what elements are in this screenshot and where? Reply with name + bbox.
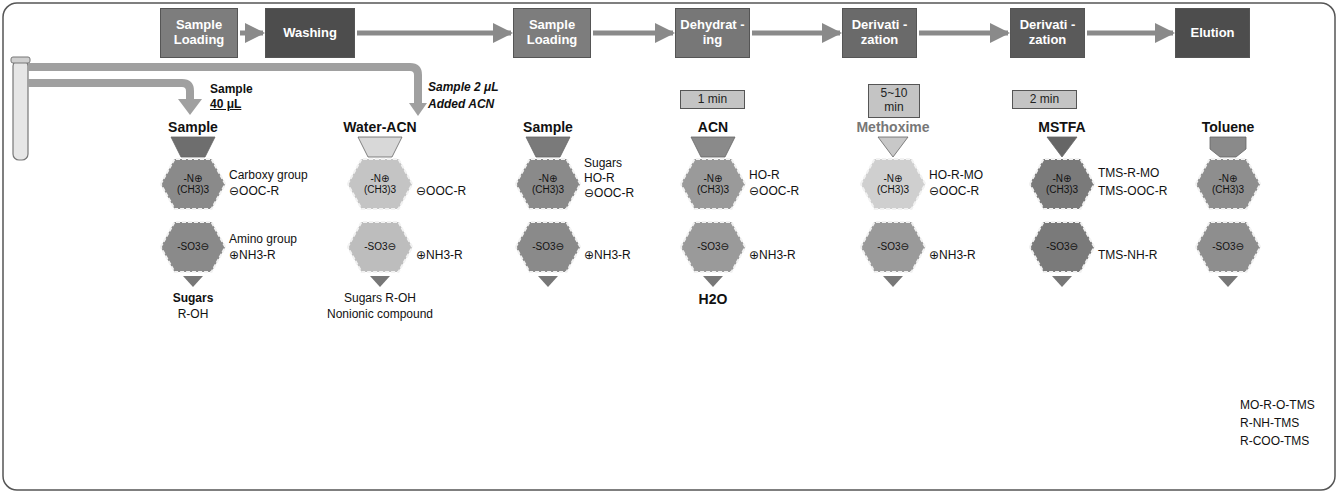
resin-hexagon: -SO3⊖ [515, 221, 581, 273]
node-text: -N⊕ (CH3)3 [174, 173, 212, 196]
node-text: Elution [1190, 26, 1234, 41]
time-box: 5~10 min [868, 84, 920, 118]
step-arrow [752, 31, 840, 36]
compound-label: MO-R-O-TMS [1240, 398, 1315, 412]
compound-label: ⊖OOC-R [584, 186, 634, 200]
step-arrow [593, 31, 673, 36]
step-box: Sample Loading [160, 8, 238, 58]
compound-label: Sugars [173, 291, 214, 305]
compound-label: 40 μL [210, 97, 241, 111]
compound-label: ⊕NH3-R [749, 248, 796, 262]
resin-hexagon: -SO3⊖ [680, 221, 746, 273]
node-text: Sample Loading [165, 18, 233, 48]
compound-label: ⊕NH3-R [229, 248, 276, 262]
resin-hexagon: -N⊕ (CH3)3 [515, 158, 581, 210]
compound-label: ⊖OOC-R [229, 184, 279, 198]
step-arrow [1087, 31, 1173, 36]
resin-hexagon: -N⊕ (CH3)3 [1029, 158, 1095, 210]
column-caps [171, 137, 1246, 157]
compound-label: Nonionic compound [327, 307, 433, 321]
compound-label: Sugars [584, 156, 622, 170]
node-text: -N⊕ (CH3)3 [1209, 173, 1247, 196]
resin-hexagon: -N⊕ (CH3)3 [680, 158, 746, 210]
compound-label: HO-R [749, 168, 780, 182]
node-text: -N⊕ (CH3)3 [529, 173, 567, 196]
compound-label: Sample 2 μL [428, 80, 499, 94]
column-header: Sample [168, 119, 218, 136]
step-box: Derivati -zation [842, 8, 917, 58]
node-text: -SO3⊖ [697, 241, 729, 253]
column-header: Toluene [1202, 119, 1255, 136]
column-header: Water-ACN [343, 119, 416, 136]
compound-label: TMS-NH-R [1098, 248, 1157, 262]
node-text: Dehydrat -ing [680, 18, 745, 48]
column-header: Methoxime [856, 119, 929, 136]
step-box: Derivati -zation [1010, 8, 1085, 58]
compound-label: Carboxy group [229, 168, 308, 182]
node-text: -SO3⊖ [1212, 241, 1244, 253]
time-box: 2 min [1012, 90, 1077, 109]
node-text: -N⊕ (CH3)3 [694, 173, 732, 196]
time-box: 1 min [680, 90, 745, 109]
arrow-head [178, 99, 202, 115]
resin-hexagon: -N⊕ (CH3)3 [347, 158, 413, 210]
resin-hexagon: -SO3⊖ [1195, 221, 1261, 273]
step-box: Dehydrat -ing [675, 8, 750, 58]
resin-hexagon: -SO3⊖ [1029, 221, 1095, 273]
resin-hexagon: -N⊕ (CH3)3 [860, 158, 926, 210]
arrow-head [409, 103, 427, 116]
column-outlets [183, 276, 1238, 287]
compound-label: TMS-OOC-R [1098, 184, 1167, 198]
node-text: Sample Loading [518, 18, 586, 48]
compound-label: R-OH [178, 307, 209, 321]
frame [3, 3, 1335, 490]
node-text: -SO3⊖ [532, 241, 564, 253]
node-text: Derivati -zation [847, 18, 912, 48]
resin-hexagon: -N⊕ (CH3)3 [1195, 158, 1261, 210]
compound-label: ⊖OOC-R [929, 184, 979, 198]
resin-hexagon: -SO3⊖ [347, 221, 413, 273]
resin-hexagon: -SO3⊖ [160, 221, 226, 273]
compound-label: Sugars R-OH [344, 291, 416, 305]
compound-label: Amino group [229, 232, 297, 246]
compound-label: ⊖OOC-R [749, 184, 799, 198]
compound-label: HO-R-MO [929, 168, 983, 182]
resin-hexagon: -N⊕ (CH3)3 [160, 158, 226, 210]
compound-label: ⊕NH3-R [929, 248, 976, 262]
node-text: -N⊕ (CH3)3 [1043, 173, 1081, 196]
node-text: -SO3⊖ [364, 241, 396, 253]
compound-label: R-NH-TMS [1240, 416, 1299, 430]
node-text: Derivati -zation [1015, 18, 1080, 48]
node-text: -SO3⊖ [1046, 241, 1078, 253]
column-header: Sample [523, 119, 573, 136]
resin-hexagon: -SO3⊖ [860, 221, 926, 273]
column-header: MSTFA [1038, 119, 1085, 136]
column-header: ACN [698, 119, 728, 136]
node-text: -SO3⊖ [877, 241, 909, 253]
compound-label: Added ACN [428, 97, 494, 111]
step-box: Sample Loading [513, 8, 591, 58]
step-box: Washing [265, 8, 355, 58]
step-arrow [919, 31, 1008, 36]
step-arrow [240, 31, 263, 36]
compound-label: TMS-R-MO [1098, 166, 1159, 180]
node-text: 5~10 min [873, 87, 915, 115]
step-arrow [357, 31, 511, 36]
compound-label: R-COO-TMS [1240, 434, 1309, 448]
step-box: Elution [1175, 8, 1250, 58]
node-text: -SO3⊖ [177, 241, 209, 253]
compound-label: ⊕NH3-R [584, 248, 631, 262]
node-text: -N⊕ (CH3)3 [874, 173, 912, 196]
compound-label: Sample [210, 82, 253, 96]
compound-label: HO-R [584, 171, 615, 185]
node-text: -N⊕ (CH3)3 [361, 173, 399, 196]
column-header: H2O [699, 291, 728, 308]
compound-label: ⊖OOC-R [416, 184, 466, 198]
node-text: 2 min [1030, 93, 1059, 107]
node-text: Washing [283, 26, 337, 41]
node-text: 1 min [698, 93, 727, 107]
sample-tube [11, 57, 30, 160]
compound-label: ⊕NH3-R [416, 248, 463, 262]
